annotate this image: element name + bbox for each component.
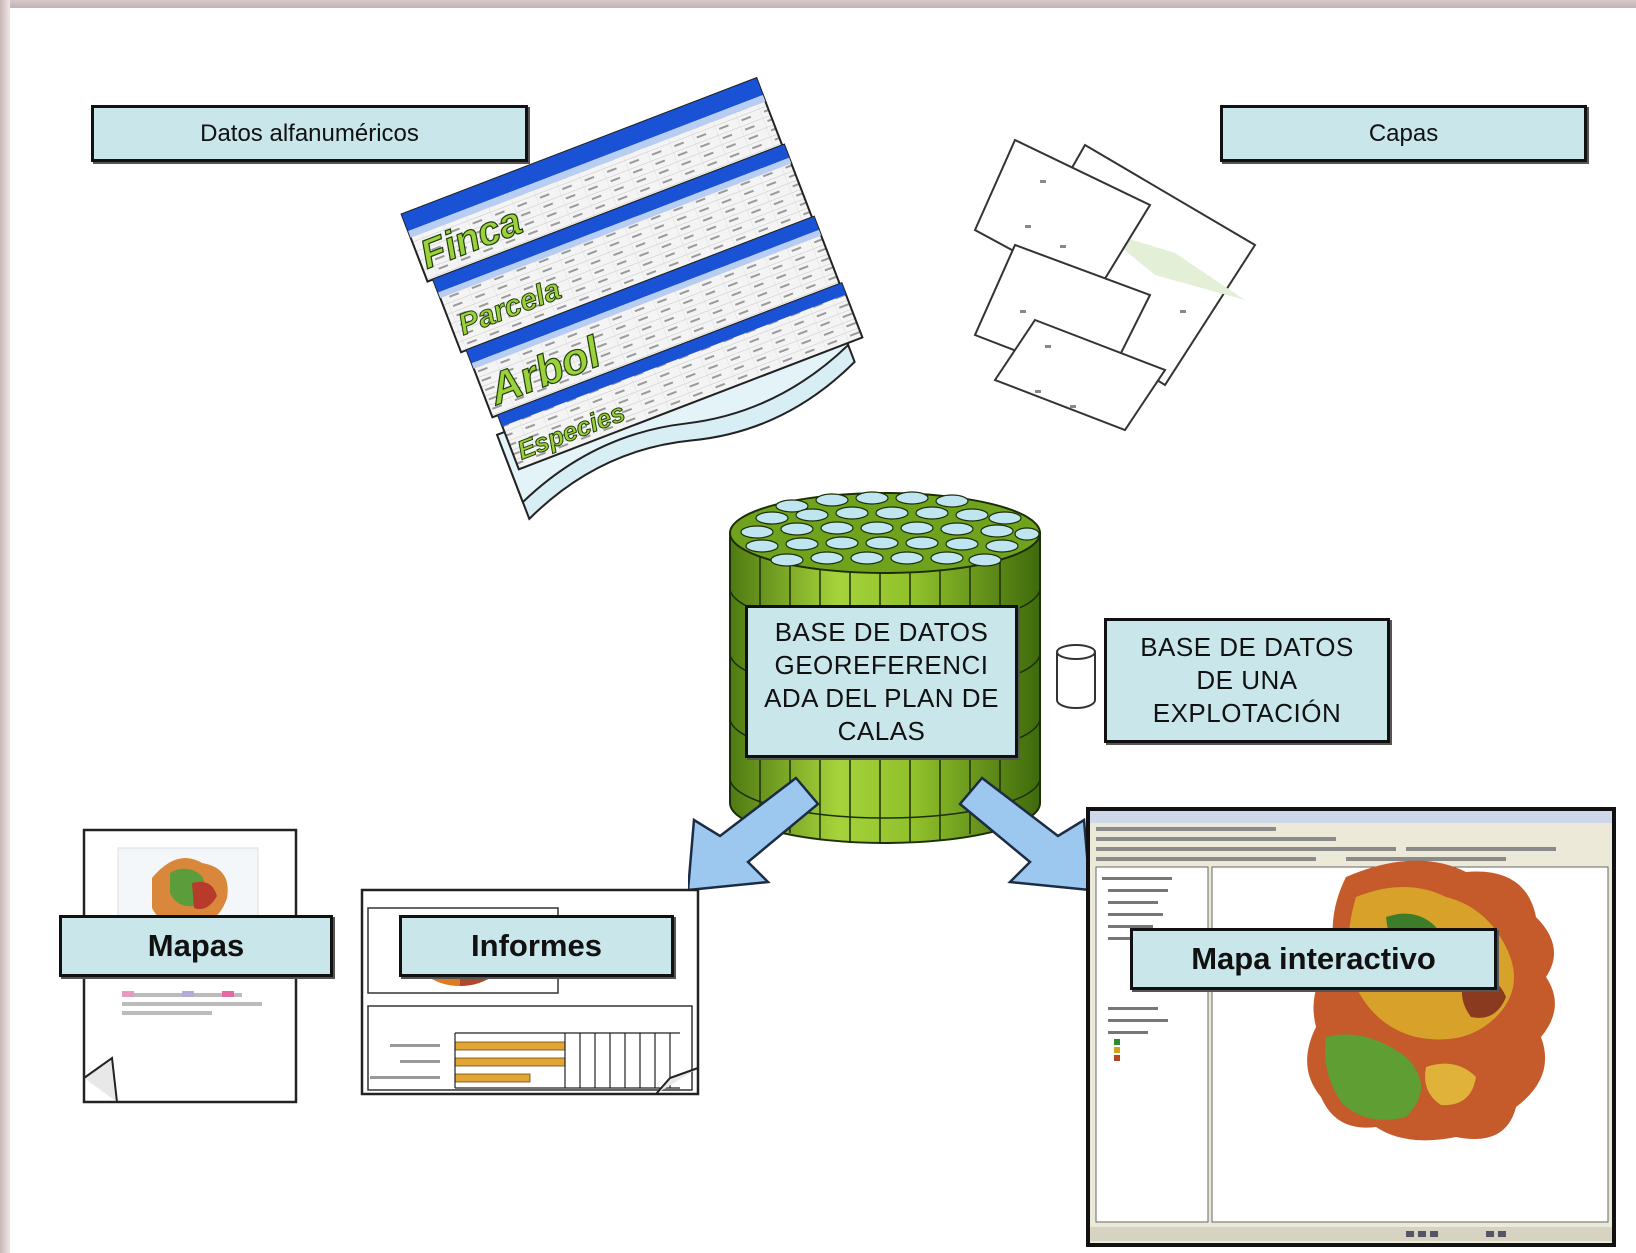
table-parcela bbox=[431, 143, 814, 354]
table-arbol bbox=[465, 215, 842, 419]
label-base-datos-explotacion: BASE DE DATOS DE UNA EXPLOTACIÓN bbox=[1104, 618, 1390, 743]
map-layers-icon bbox=[973, 138, 1257, 432]
stacked-tables-icon: Finca Parcela Arbol Especies bbox=[400, 76, 864, 521]
label-datos-alfanumericos: Datos alfanuméricos bbox=[91, 105, 528, 162]
arrow-to-interactive-map bbox=[958, 776, 1090, 892]
table-especies bbox=[496, 282, 864, 471]
window-frame-top bbox=[0, 0, 1636, 8]
table-finca bbox=[400, 76, 784, 283]
label-mapas: Mapas bbox=[59, 915, 333, 977]
window-frame-left bbox=[0, 0, 10, 1253]
arrow-to-reports bbox=[688, 776, 820, 892]
label-mapa-interactivo: Mapa interactivo bbox=[1130, 928, 1497, 990]
label-capas: Capas bbox=[1220, 105, 1587, 162]
small-database-icon bbox=[1056, 644, 1096, 709]
label-informes: Informes bbox=[399, 915, 674, 977]
label-base-datos-georeferenciada: BASE DE DATOS GEOREFERENCI ADA DEL PLAN … bbox=[745, 605, 1018, 758]
gis-application-icon bbox=[1086, 807, 1616, 1247]
